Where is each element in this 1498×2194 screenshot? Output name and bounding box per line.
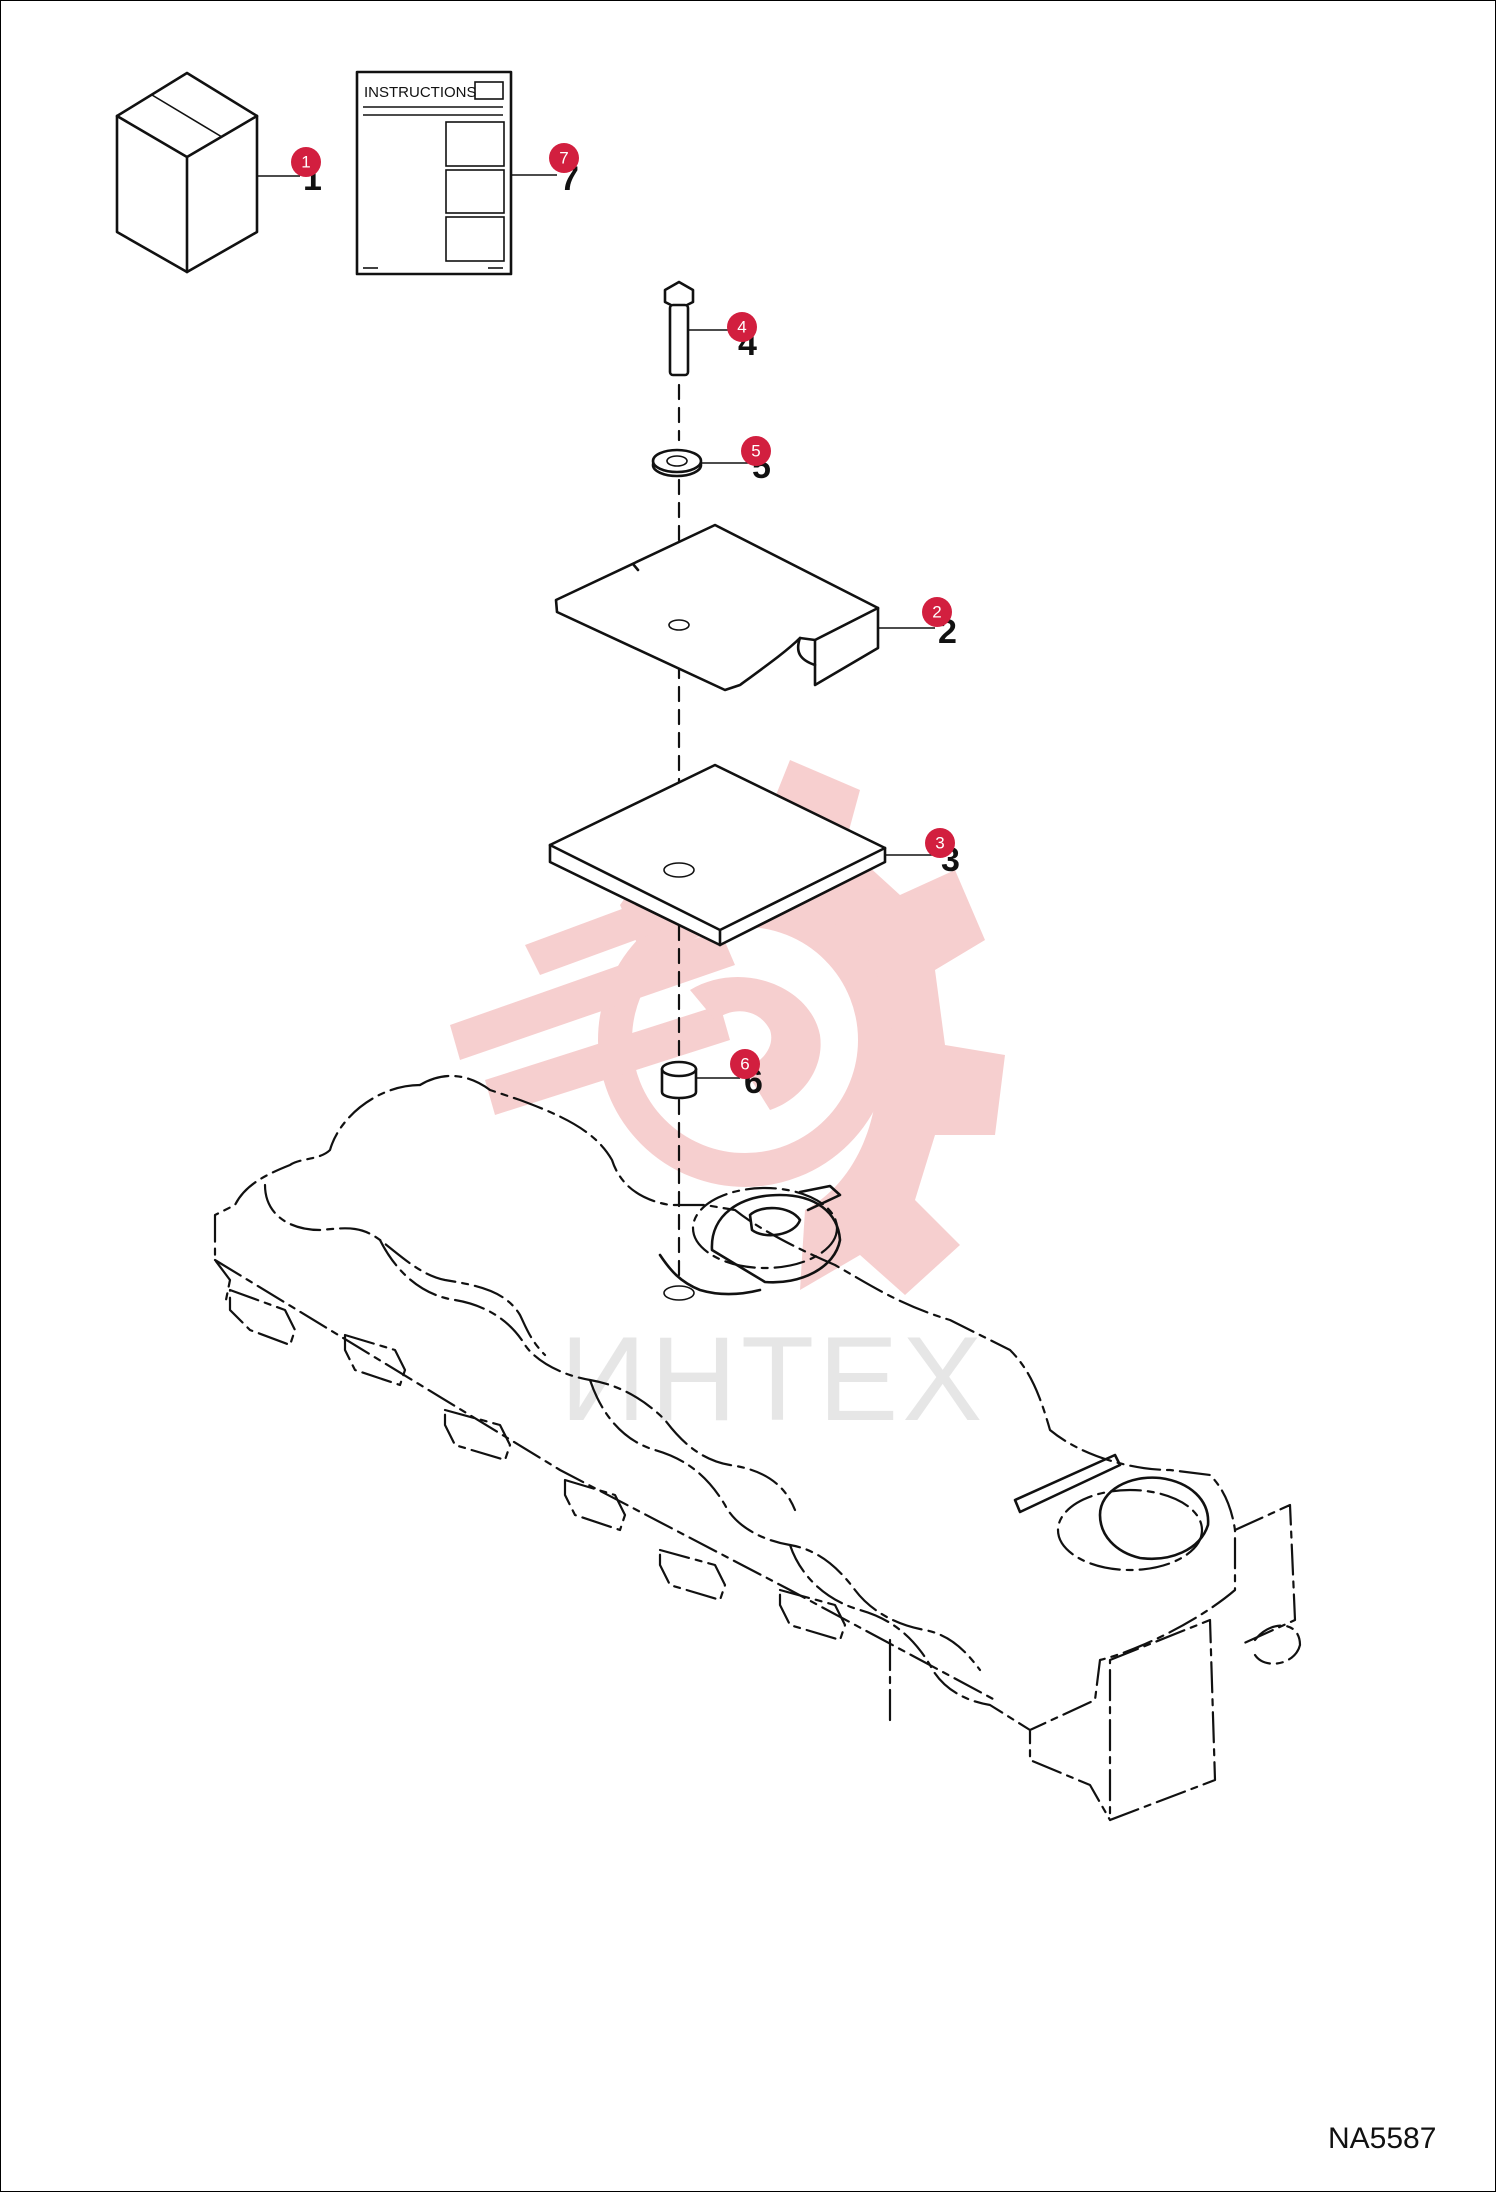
callout-4-label: 4 [737, 318, 746, 337]
callout-4: 4 [727, 312, 757, 342]
watermark-gear-logo: ИНТЕХ [450, 760, 1005, 1446]
instructions-label: INSTRUCTIONS [364, 84, 477, 101]
callout-5: 5 [741, 436, 771, 466]
part-2-heat-shield: 2 [554, 523, 957, 692]
part-6-spacer: 6 [660, 1060, 763, 1101]
drawing-code: NA5587 [1328, 2122, 1436, 2155]
callout-5-label: 5 [751, 442, 760, 461]
callout-2-label: 2 [932, 603, 941, 622]
part-4-bolt: 4 [663, 280, 757, 377]
watermark-text: ИНТЕХ [560, 1312, 986, 1446]
callout-1: 1 [291, 147, 321, 177]
part-1-box: 1 [115, 71, 322, 274]
callout-1-label: 1 [301, 153, 310, 172]
valve-cover-phantom [213, 1074, 1302, 1822]
callout-3: 3 [925, 828, 955, 858]
callout-2: 2 [922, 597, 952, 627]
callout-6: 6 [730, 1049, 760, 1079]
callout-7-label: 7 [559, 149, 568, 168]
callout-6-label: 6 [740, 1055, 749, 1074]
part-7-instructions-sheet: INSTRUCTIONS 7 [355, 70, 579, 276]
callout-7: 7 [549, 143, 579, 173]
callout-3-label: 3 [935, 834, 944, 853]
